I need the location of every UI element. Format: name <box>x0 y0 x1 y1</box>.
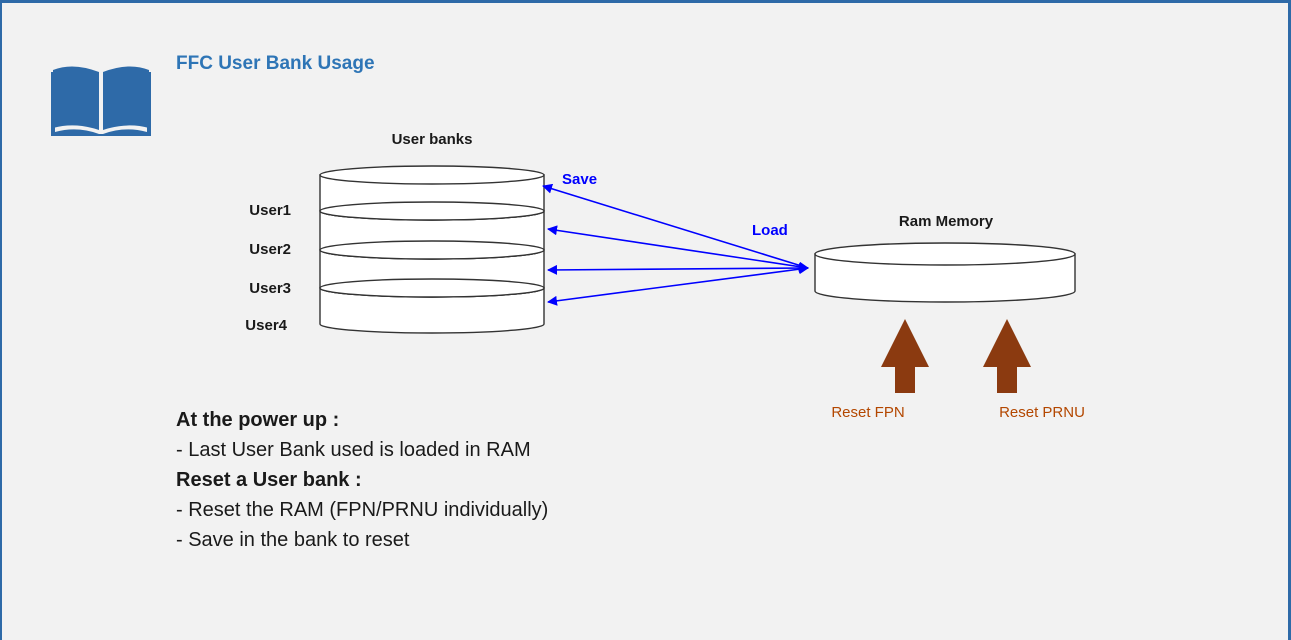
load-arrow-user1 <box>547 225 809 272</box>
load-arrow-user2 <box>547 263 809 275</box>
reset-fpn-label: Reset FPN <box>831 404 904 421</box>
ram-memory-label: Ram Memory <box>899 213 994 230</box>
bank-label-user4: User4 <box>245 317 287 334</box>
power-up-item: - Last User Bank used is loaded in RAM <box>176 439 531 461</box>
reset-prnu-label: Reset PRNU <box>999 404 1085 421</box>
page-title: FFC User Bank Usage <box>176 53 375 74</box>
bank-label-user1: User1 <box>249 202 291 219</box>
load-arrow-user3 <box>547 264 809 306</box>
reset-item: - Reset the RAM (FPN/PRNU individually) <box>176 499 549 521</box>
load-label: Load <box>752 222 788 239</box>
book-icon <box>51 66 151 136</box>
user-banks-label: User banks <box>392 131 473 148</box>
bank-label-user3: User3 <box>249 280 291 297</box>
user-bank-diagram: User banks User1 User2 User3 User4 Ram M… <box>245 131 1085 421</box>
power-up-heading: At the power up : <box>176 409 340 431</box>
reset-prnu-arrow <box>983 319 1031 393</box>
save-label: Save <box>562 171 597 188</box>
reset-heading: Reset a User bank : <box>176 469 362 491</box>
bank-label-user2: User2 <box>249 241 291 258</box>
reset-item: - Save in the bank to reset <box>176 529 410 551</box>
ram-memory-cylinder <box>814 242 1076 303</box>
user-bank-stack <box>319 165 545 334</box>
reset-fpn-arrow <box>881 319 929 393</box>
notes: At the power up : - Last User Bank used … <box>176 405 548 555</box>
